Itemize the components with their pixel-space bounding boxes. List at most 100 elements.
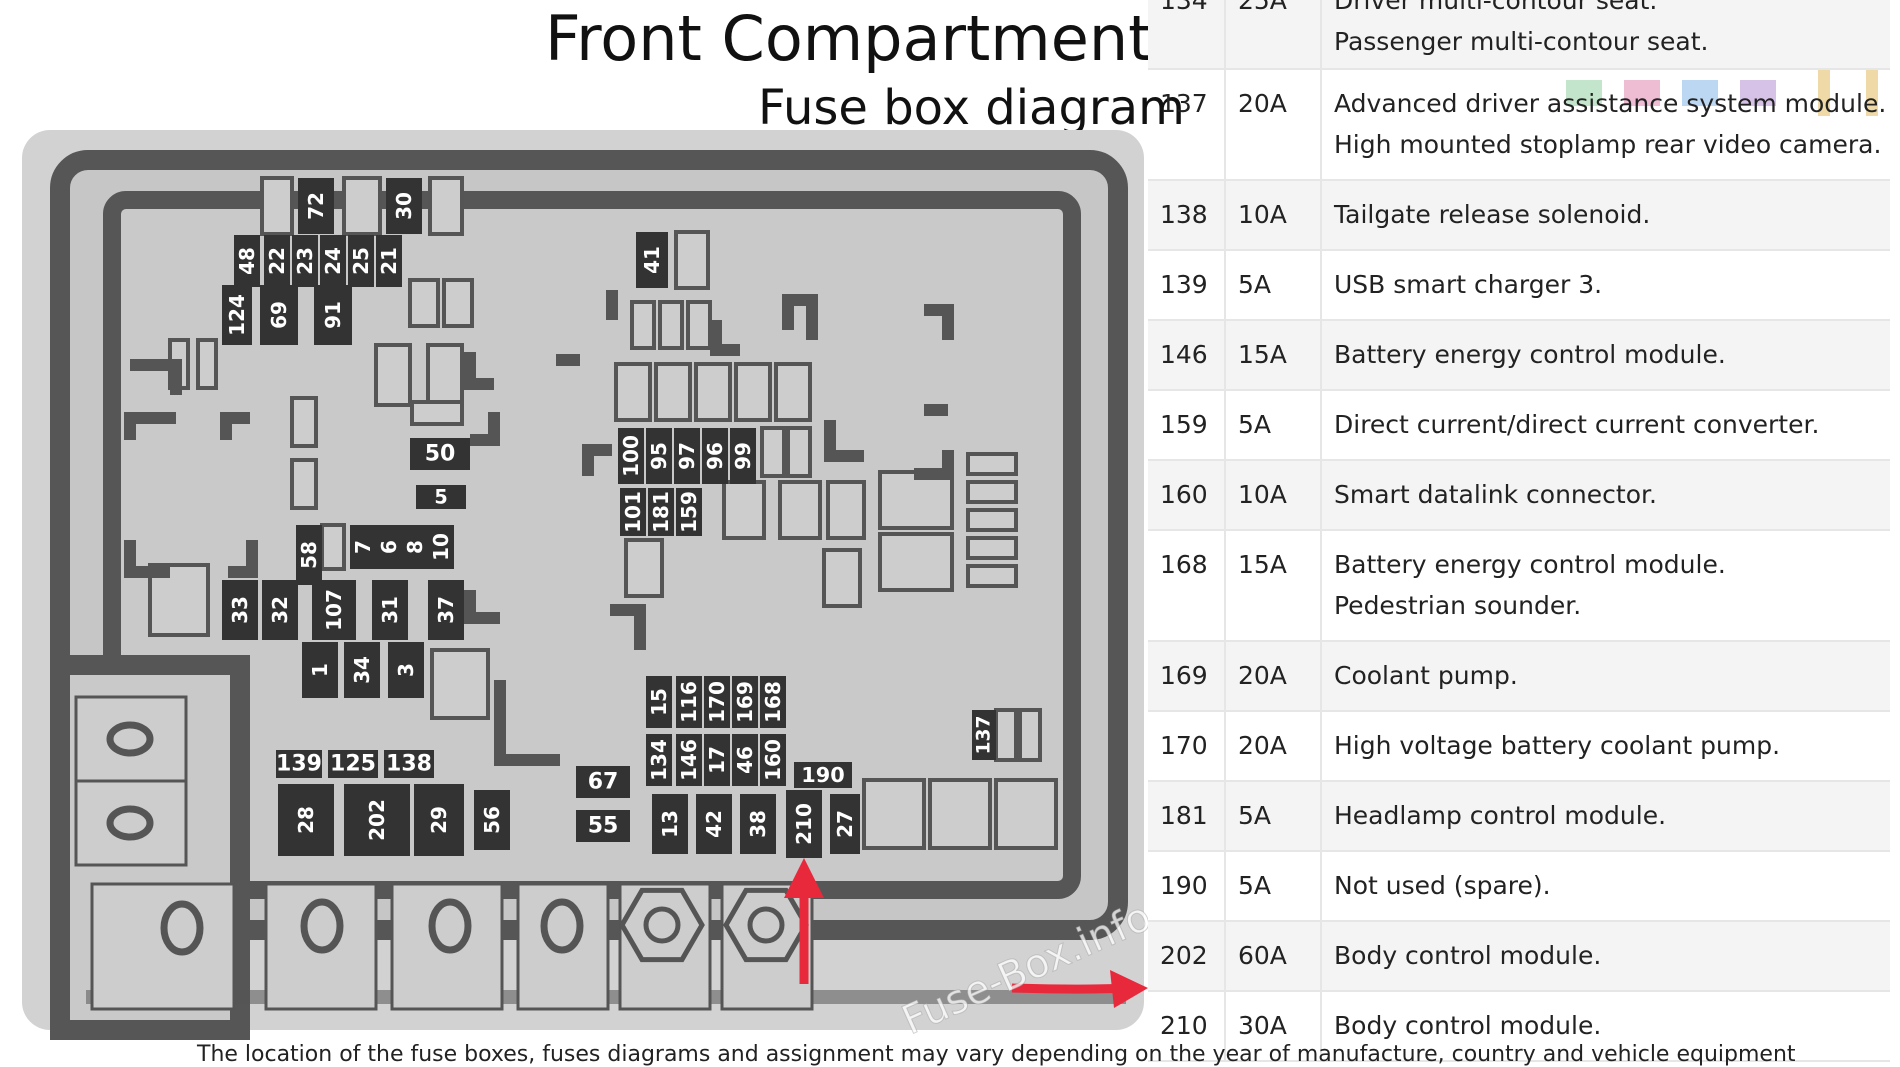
empty-slot bbox=[994, 708, 1018, 762]
fuse-72: 72 bbox=[298, 178, 334, 234]
fuse-number-cell: 181 bbox=[1148, 781, 1226, 852]
fuse-description-cell: Not used (spare). bbox=[1321, 851, 1890, 922]
empty-slot bbox=[878, 470, 954, 530]
fuse-42: 42 bbox=[696, 794, 732, 854]
fuse-body bbox=[372, 580, 408, 640]
fuse-41: 41 bbox=[636, 232, 668, 288]
mounting-bracket bbox=[124, 540, 170, 578]
fuse-body bbox=[376, 235, 402, 287]
empty-slot bbox=[624, 538, 664, 598]
fuse-body bbox=[794, 762, 852, 788]
empty-slot bbox=[290, 396, 318, 448]
fuse-body bbox=[344, 784, 410, 856]
empty-slot bbox=[654, 362, 692, 422]
fuse-116: 116 bbox=[676, 676, 702, 728]
fuse-description-line: Direct current/direct current converter. bbox=[1334, 410, 1820, 439]
empty-slot bbox=[966, 508, 1018, 532]
empty-slot bbox=[408, 278, 440, 328]
fuse-amperage-cell: 5A bbox=[1225, 781, 1322, 852]
terminal-hex-nut bbox=[723, 887, 809, 963]
mounting-bracket bbox=[914, 450, 954, 480]
fuse-body bbox=[428, 580, 464, 640]
fuse-label: 50 bbox=[425, 442, 456, 467]
fuse-body bbox=[652, 794, 688, 854]
mounting-bracket bbox=[464, 590, 500, 624]
fuse-160: 160 bbox=[760, 734, 786, 786]
fuse-amperage: 30A bbox=[1238, 1011, 1287, 1040]
fuse-number: 170 bbox=[1160, 731, 1208, 760]
terminal-bolt bbox=[160, 900, 204, 956]
fuse-label: 48 bbox=[235, 247, 259, 275]
terminal-bolt bbox=[540, 898, 584, 954]
fuse-number-cell: 170 bbox=[1148, 711, 1226, 782]
fuse-27: 27 bbox=[830, 794, 860, 854]
mounting-bracket bbox=[470, 412, 500, 446]
fuse-body bbox=[786, 790, 822, 858]
fuse-label: 56 bbox=[480, 806, 504, 834]
fuse-label: 21 bbox=[377, 247, 401, 275]
empty-slot bbox=[966, 480, 1018, 504]
fuse-37: 37 bbox=[428, 580, 464, 640]
mounting-bracket bbox=[710, 320, 740, 356]
empty-slot bbox=[862, 778, 926, 850]
fuse-body bbox=[620, 488, 646, 536]
fuse-56: 56 bbox=[474, 790, 510, 850]
fuse-amperage-cell: 15A bbox=[1225, 530, 1322, 642]
mounting-bracket bbox=[610, 604, 646, 650]
empty-slot bbox=[320, 523, 346, 571]
fuse-label: 42 bbox=[702, 810, 726, 838]
fuse-body bbox=[474, 790, 510, 850]
fuse-137: 137 bbox=[972, 710, 996, 760]
fuse-number-cell: 159 bbox=[1148, 390, 1226, 461]
fuse-body bbox=[676, 734, 702, 786]
fuse-description-line: Battery energy control module. bbox=[1334, 340, 1726, 369]
fuse-label: 27 bbox=[833, 810, 857, 838]
fuse-69: 69 bbox=[260, 285, 298, 345]
fuse-amperage-cell: 5A bbox=[1225, 250, 1322, 321]
fuse-amperage-cell: 30A bbox=[1225, 991, 1322, 1062]
fuse-25: 25 bbox=[348, 235, 374, 287]
fuse-description-cell: USB smart charger 3. bbox=[1321, 250, 1890, 321]
fuse-label: 5 bbox=[434, 486, 447, 509]
fuse-202: 202 bbox=[344, 784, 410, 856]
fuse-number-cell: 202 bbox=[1148, 921, 1226, 992]
mounting-bracket bbox=[130, 359, 182, 395]
fuse-description-cell: High voltage battery coolant pump. bbox=[1321, 711, 1890, 782]
fuse-body bbox=[648, 488, 674, 536]
fuse-label: 72 bbox=[304, 192, 328, 220]
fuse-description-line: High voltage battery coolant pump. bbox=[1334, 731, 1781, 760]
mounting-bracket bbox=[464, 352, 494, 390]
fuse-amperage-cell: 15A bbox=[1225, 320, 1322, 391]
fuse-body bbox=[576, 810, 630, 842]
fuse-description-line: Passenger multi-contour seat. bbox=[1334, 27, 1709, 56]
fuse-label: 38 bbox=[746, 810, 770, 838]
empty-slot bbox=[686, 300, 712, 350]
fuse-number-cell: 138 bbox=[1148, 180, 1226, 251]
fuse-description-cell: Tailgate release solenoid. bbox=[1321, 180, 1890, 251]
fuse-amperage: 20A bbox=[1238, 661, 1287, 690]
fuse-21: 21 bbox=[376, 235, 402, 287]
fuse-number: 181 bbox=[1160, 801, 1208, 830]
fuse-amperage: 20A bbox=[1238, 731, 1287, 760]
empty-slot bbox=[614, 362, 652, 422]
mounting-bracket bbox=[782, 294, 818, 340]
fuse-label: 210 bbox=[792, 803, 816, 845]
fuse-107: 107 bbox=[312, 580, 356, 640]
fuse-body bbox=[636, 232, 668, 288]
fuse-number-cell: 210 bbox=[1148, 991, 1226, 1062]
fuse-body bbox=[292, 235, 318, 287]
fuse-label: 41 bbox=[640, 246, 664, 274]
fuse-body bbox=[312, 580, 356, 640]
terminal-bolt bbox=[106, 805, 154, 841]
fuse-body bbox=[276, 750, 322, 778]
fuse-description-line: Body control module. bbox=[1334, 1011, 1602, 1040]
fuse-number: 146 bbox=[1160, 340, 1208, 369]
fuse-91: 91 bbox=[314, 285, 352, 345]
fuse-body bbox=[676, 488, 702, 536]
fuse-amperage: 5A bbox=[1238, 801, 1272, 830]
fuse-32: 32 bbox=[262, 580, 298, 640]
